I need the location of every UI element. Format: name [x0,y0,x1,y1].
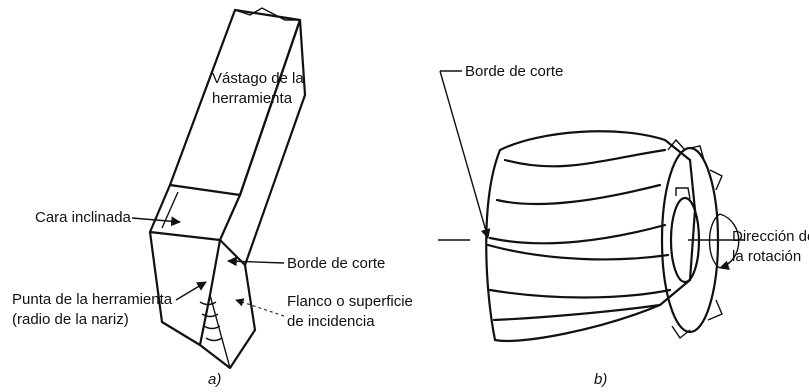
label-shank-line2: herramienta [212,90,293,107]
shank-side-face [238,18,307,267]
single-point-tool-drawing [148,7,307,370]
nose-mark [203,325,221,330]
arrow-rake-face [131,216,181,227]
nose-mark [199,301,217,306]
arrow-flank [235,298,285,317]
rotation-arrow [719,213,740,270]
label-rake-face: Cara inclinada [35,209,132,226]
nose-edge [209,294,231,369]
arrow-cutting-edge-a [227,256,285,267]
shank-break-line [234,7,300,21]
label-rotation-line2: la rotación [732,248,801,265]
arrow-cutting-edge-b [439,70,491,239]
keyway [675,187,691,200]
caption-b: b) [594,371,607,388]
label-tool-point-line2: (radio de la nariz) [12,311,129,328]
flute-1 [503,148,667,168]
flute-5 [488,288,672,299]
cutter-body [485,130,697,343]
label-shank: Vástago de la [212,70,304,87]
label-rotation: Dirección de [732,228,809,245]
nose-mark [205,337,223,342]
label-flank-line2: de incidencia [287,313,375,330]
caption-a: a) [208,371,221,388]
milling-cutter-drawing [438,130,745,343]
arrow-tool-point [175,281,207,301]
flute-3 [488,223,667,245]
flute-6 [492,303,662,322]
label-cutting-edge-b: Borde de corte [465,63,563,80]
label-tool-point: Punta de la herramienta [12,291,173,308]
rake-face [148,183,242,242]
flute-2 [495,183,662,206]
nose-mark [201,313,219,318]
flute-4 [486,243,670,261]
cutter-teeth [667,138,723,340]
rotation-arrow-back [708,213,721,269]
label-flank: Flanco o superficie [287,293,413,310]
label-cutting-edge-a: Borde de corte [287,255,385,272]
rake-face-edge [161,191,179,229]
